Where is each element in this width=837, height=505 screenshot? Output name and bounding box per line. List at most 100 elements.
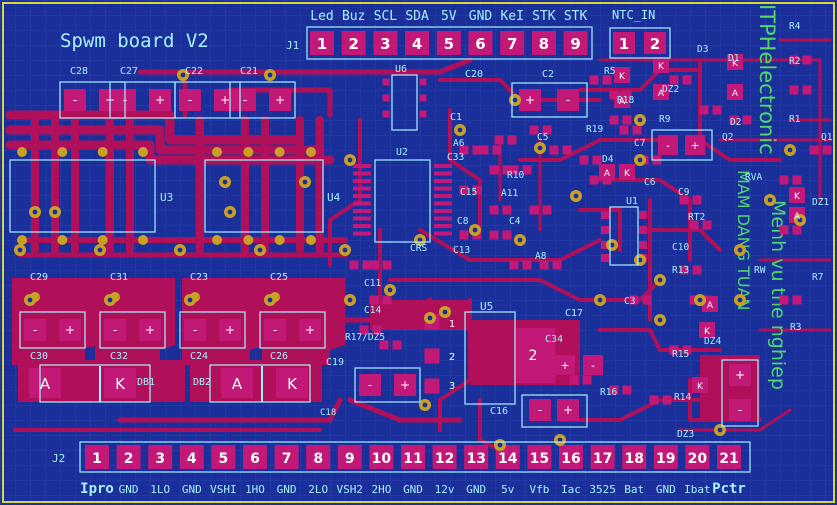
- polarity-mark: +: [65, 323, 75, 337]
- pad: [592, 155, 602, 165]
- pad: [809, 145, 819, 155]
- polarity-mark: K: [794, 192, 801, 202]
- pad: [434, 201, 452, 206]
- ref-label: U1: [626, 196, 638, 207]
- j2-pin-20: 20: [688, 451, 708, 467]
- pad: [24, 319, 46, 341]
- pad: [555, 355, 575, 375]
- pad: [29, 368, 61, 398]
- polarity-mark: -: [738, 403, 742, 417]
- pad: [629, 295, 639, 305]
- pad: [434, 179, 452, 183]
- pad: [349, 260, 359, 270]
- pad: [601, 211, 609, 219]
- pad: [522, 260, 532, 270]
- pad: [649, 395, 659, 405]
- pad: [489, 165, 499, 175]
- ref-label: C6: [644, 177, 656, 188]
- via-hole: [347, 157, 353, 163]
- u4-pin: [212, 147, 222, 157]
- via-hole: [97, 247, 103, 253]
- j2-pin-10: 10: [372, 451, 392, 467]
- polarity-mark: K: [697, 382, 704, 392]
- polarity-mark: K: [732, 59, 739, 69]
- outline: [651, 129, 713, 161]
- pad: [468, 31, 493, 55]
- outline: [521, 394, 588, 428]
- ref-label: C25: [270, 272, 288, 283]
- polarity-mark: +: [225, 323, 235, 337]
- pad: [529, 205, 539, 215]
- ref-label: DB2: [193, 377, 211, 388]
- outline: [174, 81, 241, 119]
- j2-pin-4: 4: [187, 451, 197, 467]
- pad: [424, 378, 440, 394]
- polarity-mark: +: [400, 378, 410, 392]
- pad: [149, 89, 171, 111]
- pad: [653, 445, 678, 469]
- ntc-pin-2: 2: [650, 35, 660, 53]
- polarity-mark: K: [115, 375, 126, 393]
- polarity-mark: -: [591, 359, 595, 372]
- j2-label-8: 2LO: [308, 483, 328, 496]
- polarity-mark: -: [538, 403, 542, 417]
- pad: [717, 445, 741, 469]
- j2-label-17: 3525: [589, 483, 616, 496]
- ref-label: C26: [270, 351, 288, 362]
- trace: [558, 398, 702, 422]
- j2-pin-18: 18: [624, 451, 643, 467]
- pad: [622, 445, 647, 469]
- j2-pin-17: 17: [593, 451, 612, 467]
- pad: [489, 205, 499, 215]
- pad: [116, 445, 141, 469]
- pad: [373, 31, 398, 55]
- j2-label-14: 5v: [501, 483, 515, 496]
- pad: [243, 445, 267, 469]
- j2-pin-12: 12: [435, 451, 454, 467]
- ref-label: R3: [790, 322, 801, 333]
- pad: [509, 165, 519, 175]
- pad: [274, 445, 299, 469]
- pad: [401, 445, 425, 469]
- ref-label: C4: [509, 216, 521, 227]
- via-hole: [347, 297, 353, 303]
- pad: [609, 385, 619, 395]
- via-hole: [222, 179, 228, 185]
- ref-label: R19: [586, 124, 603, 135]
- ref-label: C2: [542, 69, 554, 80]
- bottom-text-line2: MAM DANG TUAN: [734, 170, 753, 310]
- pad: [822, 145, 832, 155]
- polarity-mark: +: [560, 359, 569, 372]
- u4-body: [204, 159, 324, 233]
- pad: [653, 84, 669, 100]
- pad: [789, 55, 799, 65]
- pad: [789, 187, 805, 203]
- j1-pin-5: 5: [444, 35, 454, 53]
- j1-pin-6: 6: [475, 35, 485, 53]
- pad: [662, 395, 672, 405]
- pad: [563, 31, 588, 55]
- pad: [276, 368, 308, 398]
- pad: [179, 445, 204, 469]
- pad: [519, 89, 541, 111]
- pad: [353, 231, 371, 236]
- polarity-mark: K: [658, 62, 665, 72]
- pad: [639, 211, 647, 219]
- pad: [531, 31, 556, 55]
- ref-label: R18: [617, 95, 634, 106]
- polarity-mark: +: [220, 93, 230, 107]
- ref-label: C22: [185, 66, 203, 77]
- ref-label: C20: [465, 69, 483, 80]
- pad: [59, 319, 81, 341]
- j2-label-16: Iac: [561, 483, 581, 496]
- polarity-mark: +: [690, 139, 699, 152]
- polarity-mark: +: [525, 93, 535, 107]
- pad: [712, 105, 722, 115]
- outline: [511, 82, 588, 118]
- polarity-mark: K: [704, 327, 711, 337]
- trace: [347, 397, 463, 423]
- components: [14, 31, 832, 469]
- via-hole: [787, 147, 793, 153]
- ref-label: C3: [624, 296, 635, 307]
- j2-label-12: 12v: [435, 483, 455, 496]
